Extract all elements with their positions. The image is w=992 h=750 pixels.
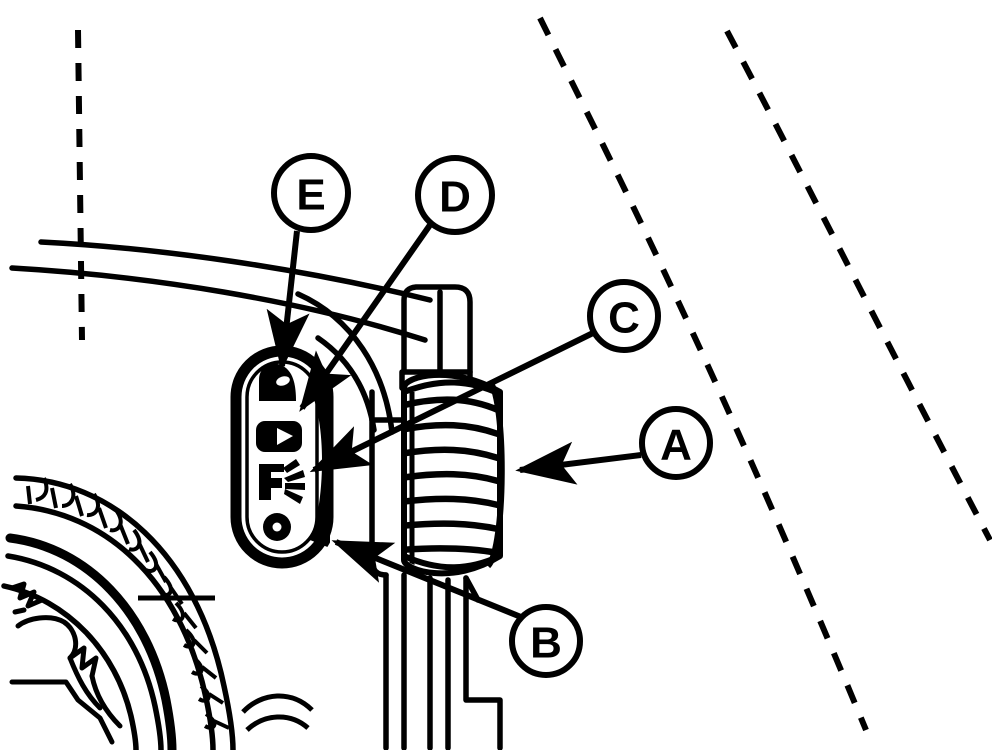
off-dot-button[interactable] bbox=[263, 513, 291, 541]
callout-label-d: D bbox=[439, 173, 471, 222]
callout-d[interactable]: D bbox=[415, 155, 495, 235]
callout-label-b: B bbox=[530, 619, 562, 668]
tire-tread-arcs bbox=[1, 475, 236, 750]
leader-line-e bbox=[266, 230, 310, 371]
intermittent-wipe-button[interactable] bbox=[256, 421, 302, 452]
callout-c[interactable]: C bbox=[587, 279, 661, 353]
callout-circle-a bbox=[639, 406, 713, 480]
washer-button[interactable] bbox=[259, 363, 296, 401]
tire-tread-blocks bbox=[26, 477, 230, 730]
leader-lines bbox=[266, 223, 642, 620]
leader-line-b bbox=[331, 539, 523, 620]
callout-a[interactable]: A bbox=[639, 406, 713, 480]
rocker-switch-panel[interactable] bbox=[230, 345, 334, 569]
leader-line-d bbox=[299, 223, 433, 412]
wiper-mist-button[interactable] bbox=[259, 459, 305, 504]
callout-b[interactable]: B bbox=[509, 604, 583, 678]
leader-line-c bbox=[309, 330, 595, 473]
dashed-vertical-centerline bbox=[75, 29, 85, 341]
callout-label-e: E bbox=[296, 171, 325, 220]
callout-circle-d bbox=[415, 155, 495, 235]
wheel-emblem bbox=[9, 581, 123, 745]
callout-e[interactable]: E bbox=[271, 153, 351, 233]
callout-circle-c bbox=[587, 279, 661, 353]
lower-right-arc bbox=[241, 693, 314, 732]
leader-line-a bbox=[515, 441, 642, 485]
callout-circle-e bbox=[271, 153, 351, 233]
callout-label-c: C bbox=[608, 294, 640, 343]
dashed-reference-arcs bbox=[537, 16, 992, 732]
callout-label-a: A bbox=[660, 421, 692, 470]
steering-wheel-rim-arcs bbox=[9, 239, 433, 343]
callout-circle-b bbox=[509, 604, 583, 678]
